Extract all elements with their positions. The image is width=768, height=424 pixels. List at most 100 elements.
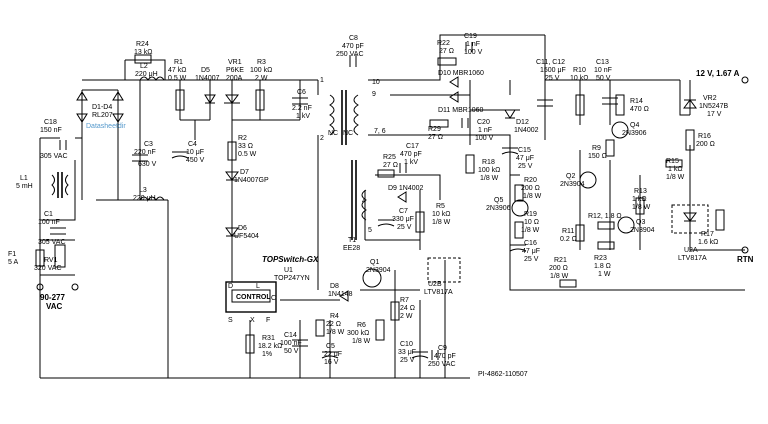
component-labels: R24 13 kΩ L2 220 μH R1 47 kΩ 0.5 W D5 1N… bbox=[8, 33, 754, 378]
r9-value: 150 Ω bbox=[588, 153, 607, 160]
r21-rating: 1/8 W bbox=[550, 273, 569, 280]
r2-rating: 0.5 W bbox=[238, 151, 257, 158]
r6-resistor-symbol bbox=[375, 319, 385, 341]
c5-label: C5 bbox=[326, 343, 335, 350]
r18-value: 100 kΩ bbox=[478, 167, 500, 174]
r15-resistor-symbol bbox=[665, 159, 683, 168]
c8-label: C8 bbox=[349, 35, 358, 42]
u2b-optocoupler-symbol bbox=[427, 257, 461, 283]
r2-label: R2 bbox=[238, 135, 247, 142]
c15-rating: 25 V bbox=[518, 163, 533, 170]
input-voltage-range: 90-277 bbox=[40, 293, 65, 302]
c19-capacitor-symbol bbox=[465, 42, 473, 52]
q4-value: 2N3906 bbox=[622, 130, 647, 137]
d11-label: D11 MBR1060 bbox=[438, 107, 484, 114]
r11-resistor-symbol bbox=[575, 224, 585, 242]
r31-resistor-symbol bbox=[245, 334, 255, 354]
r23-label: R23 bbox=[594, 255, 607, 262]
r1-rating: 0.5 W bbox=[168, 75, 187, 82]
r12-resistor-symbol bbox=[597, 221, 615, 230]
c5-rating: 16 V bbox=[324, 359, 339, 366]
output-voltage-label: 12 V, 1.67 A bbox=[696, 69, 740, 78]
q1-label: Q1 bbox=[370, 259, 379, 266]
r22-value: 27 Ω bbox=[439, 48, 454, 55]
c18-rating: 305 VAC bbox=[40, 153, 68, 160]
r11-label: R11 bbox=[562, 228, 574, 235]
d8-diode-symbol bbox=[339, 290, 349, 302]
c14-capacitor-symbol bbox=[292, 339, 308, 347]
r6-label: R6 bbox=[357, 322, 366, 329]
r23-resistor-symbol bbox=[597, 241, 615, 250]
r4-value: 22 Ω bbox=[326, 321, 341, 328]
u1-label: U1 bbox=[284, 267, 293, 274]
r6-rating: 1/8 W bbox=[352, 338, 371, 345]
d9-label: D9 1N4002 bbox=[388, 185, 424, 192]
d12-diode-symbol bbox=[504, 109, 516, 119]
vr2-label: VR2 bbox=[703, 95, 717, 102]
c17-capacitor-symbol bbox=[399, 163, 407, 173]
l2-value: 220 μH bbox=[135, 71, 158, 78]
c10-capacitor-symbol bbox=[411, 351, 429, 359]
c4-rating: 450 V bbox=[186, 157, 205, 164]
r20-label: R20 bbox=[524, 177, 537, 184]
r31-label: R31 bbox=[262, 335, 275, 342]
q3-transistor-symbol bbox=[617, 216, 635, 234]
r16-value: 200 Ω bbox=[696, 141, 715, 148]
c1-label: C1 bbox=[44, 211, 53, 218]
pi-number: PI-4862-110507 bbox=[478, 371, 528, 378]
r19-label: R19 bbox=[524, 211, 537, 218]
r25-label: R25 bbox=[383, 154, 396, 161]
l2-inductor-symbol bbox=[134, 54, 165, 81]
c15-value: 47 μF bbox=[516, 155, 534, 162]
r25-resistor-symbol bbox=[377, 169, 395, 178]
c1-capacitor-symbol bbox=[50, 227, 66, 235]
c3-rating: 630 V bbox=[138, 161, 157, 168]
c4-value: 10 μF bbox=[186, 149, 204, 156]
c7-label: C7 bbox=[399, 208, 408, 215]
r31-value: 18.2 kΩ bbox=[258, 343, 282, 350]
r4-rating: 1/8 W bbox=[326, 329, 345, 336]
c20-capacitor-symbol bbox=[461, 118, 469, 128]
pin-7-6: 7, 6 bbox=[374, 128, 386, 135]
r10-value: 10 kΩ bbox=[570, 75, 588, 82]
r1-label: R1 bbox=[174, 59, 183, 66]
d6-diode-symbol bbox=[225, 227, 239, 237]
pin-10: 10 bbox=[372, 79, 380, 86]
d8-label: D8 bbox=[330, 283, 339, 290]
vr2-zener-symbol bbox=[683, 99, 697, 109]
q5-label: Q5 bbox=[494, 197, 503, 204]
r5-rating: 1/8 W bbox=[432, 219, 451, 226]
q5-transistor-symbol bbox=[511, 199, 529, 217]
c3-capacitor-symbol bbox=[132, 154, 148, 162]
output-terminal-return bbox=[741, 246, 749, 254]
l3-label: L3 bbox=[139, 187, 147, 194]
topswitch-label: TOPSwitch-GX bbox=[262, 255, 319, 264]
c10-label: C10 bbox=[400, 341, 413, 348]
r15-rating: 1/8 W bbox=[666, 174, 685, 181]
return-terminal-label: RTN bbox=[737, 255, 754, 264]
r31-rating: 1% bbox=[262, 351, 272, 358]
control-label: CONTROL bbox=[236, 294, 271, 301]
pin-5: 5 bbox=[368, 227, 372, 234]
pin-x: X bbox=[250, 317, 255, 324]
u2b-value: LTV817A bbox=[424, 289, 453, 296]
c6-label: C6 bbox=[297, 89, 306, 96]
vr1-label: VR1 bbox=[228, 59, 242, 66]
c14-rating: 50 V bbox=[284, 348, 299, 355]
r1-resistor-symbol bbox=[175, 89, 185, 111]
q3-label: Q3 bbox=[636, 219, 645, 226]
f1-label: F1 bbox=[8, 251, 16, 258]
c6-value: 2.2 nF bbox=[292, 105, 312, 112]
f1-value: 5 A bbox=[8, 259, 18, 266]
r3-resistor-symbol bbox=[255, 89, 265, 111]
r21-value: 200 Ω bbox=[549, 265, 568, 272]
u1-value: TOP247YN bbox=[274, 275, 310, 282]
c4-label: C4 bbox=[188, 141, 197, 148]
c13-capacitor-symbol bbox=[602, 97, 618, 105]
t1-value: EE28 bbox=[343, 245, 360, 252]
u2a-led-symbol bbox=[683, 212, 697, 222]
c11-capacitor-symbol bbox=[537, 99, 553, 107]
r21-label: R21 bbox=[554, 257, 567, 264]
r19-value: 10 Ω bbox=[524, 219, 539, 226]
c8-rating: 250 VAC bbox=[336, 51, 364, 58]
